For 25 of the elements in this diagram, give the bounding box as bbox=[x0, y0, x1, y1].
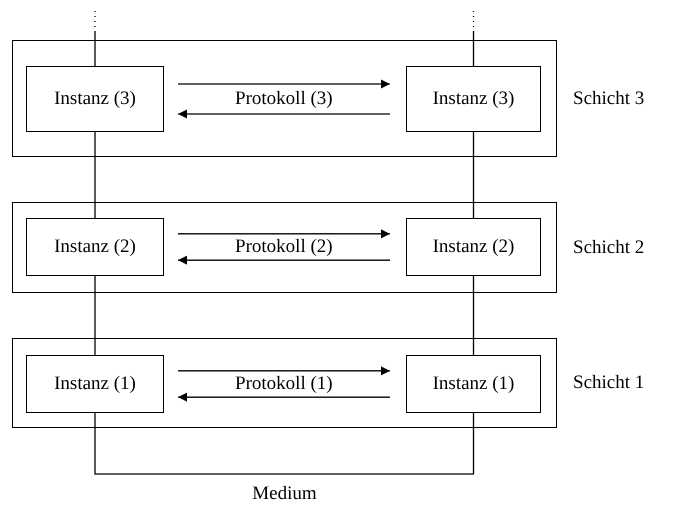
layer-label: Schicht 2 bbox=[573, 236, 644, 258]
instance-box: Instanz (2) bbox=[406, 218, 541, 276]
connector-line bbox=[94, 276, 96, 355]
arrow bbox=[178, 229, 390, 238]
connector-line bbox=[472, 276, 474, 355]
arrow bbox=[178, 110, 390, 118]
connector-line bbox=[94, 132, 96, 218]
edge-label: Protokoll (1) bbox=[233, 374, 335, 394]
edge-label: Protokoll (3) bbox=[233, 89, 335, 109]
arrow bbox=[178, 392, 390, 402]
arrow bbox=[178, 256, 390, 265]
instance-box: Instanz (3) bbox=[406, 66, 541, 132]
connector-line bbox=[472, 132, 474, 218]
connector-line bbox=[94, 413, 474, 475]
instance-box: Instanz (2) bbox=[26, 218, 164, 276]
open-line bbox=[472, 10, 474, 66]
edge-label: Protokoll (2) bbox=[233, 237, 335, 257]
instance-box: Instanz (1) bbox=[406, 355, 541, 413]
arrow bbox=[178, 80, 390, 88]
arrow bbox=[178, 366, 390, 376]
layer-label: Schicht 1 bbox=[573, 372, 644, 394]
instance-box: Instanz (1) bbox=[26, 355, 164, 413]
open-line bbox=[94, 10, 96, 66]
layer-label: Schicht 3 bbox=[573, 88, 644, 110]
instance-box: Instanz (3) bbox=[26, 66, 164, 132]
